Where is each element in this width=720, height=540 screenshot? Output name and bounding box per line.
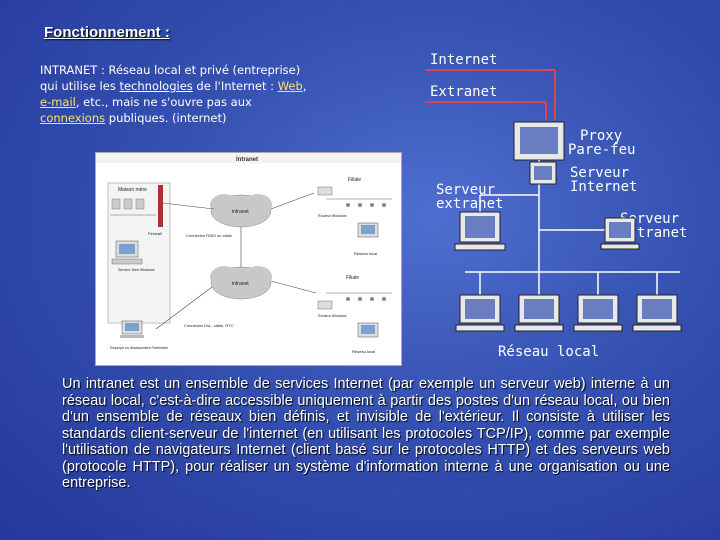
extranet-label: Extranet xyxy=(430,84,497,100)
cloud-1-label: intranet xyxy=(232,209,249,215)
routeur-2-label: Routeur Windows xyxy=(318,314,347,318)
extranet-server-screen-icon xyxy=(465,216,495,238)
device-icon xyxy=(123,198,133,210)
intranet-server-base-icon xyxy=(600,243,640,250)
diagram-title-bar xyxy=(96,153,401,163)
serveur-internet-label-1: Serveur xyxy=(570,165,629,181)
routeur-1-label: Routeur Windows xyxy=(318,214,347,218)
serveur-intranet-label-2: intranet xyxy=(620,225,687,241)
computer-screen-icon xyxy=(361,325,375,334)
reseau-local-2-label: Réseau local xyxy=(352,349,375,354)
cloud-2-label: intranet xyxy=(232,281,249,287)
workstation-icon xyxy=(632,294,682,332)
firewall-label: Firewall xyxy=(148,231,162,236)
proxy-label: Proxy xyxy=(580,128,622,144)
lan-node-icon xyxy=(382,203,386,207)
workstation-icon xyxy=(514,294,564,332)
link-email[interactable]: e-mail xyxy=(40,95,76,109)
maison-mere-label: Maison mère xyxy=(118,187,147,193)
device-icon xyxy=(111,198,121,210)
router-icon xyxy=(317,186,333,196)
employe-label: Employé en déplacement Partenaire xyxy=(110,346,168,350)
link-technologies[interactable]: technologies xyxy=(119,79,193,93)
lan-node-icon xyxy=(346,297,350,301)
lan-node-icon xyxy=(346,203,350,207)
intro-paragraph: INTRANET : Réseau local et privé (entrep… xyxy=(40,62,310,126)
link-connexions[interactable]: connexions xyxy=(40,111,106,125)
lan-node-icon xyxy=(370,297,374,301)
serveur-extranet-label-1: Serveur xyxy=(436,182,495,198)
intro-text: , etc., mais ne s'ouvre pas aux xyxy=(75,95,252,109)
intranet-diagram-svg: Intranet Maison mère Firewall Serveur We… xyxy=(96,153,401,354)
serveur-extranet-label-2: extranet xyxy=(436,196,503,212)
firewall-icon xyxy=(158,185,163,227)
lan-node-icon xyxy=(358,297,362,301)
page-title: Fonctionnement : xyxy=(44,24,170,41)
internet-server-screen-icon xyxy=(534,166,552,180)
intro-text: , xyxy=(302,79,307,93)
serveur-internet-label-2: Internet xyxy=(570,179,637,195)
extranet-server-base-icon xyxy=(454,243,506,251)
reseau-local-label: Réseau local xyxy=(498,344,599,360)
serveur-web-label: Serveur Web Windows xyxy=(118,268,155,272)
diagram-title: Intranet xyxy=(236,157,258,163)
intranet-server-screen-icon xyxy=(609,222,631,238)
connexion-rnis-label: Connexion RNIS ou câble xyxy=(186,233,233,238)
workstation-icon xyxy=(455,294,505,332)
intro-text: de l'Internet : xyxy=(192,79,278,93)
lan-node-icon xyxy=(370,203,374,207)
intranet-cloud-1: intranet xyxy=(210,194,272,228)
device-icon xyxy=(135,198,145,210)
server-base-icon xyxy=(111,258,143,265)
proxy-screen-icon xyxy=(520,127,558,154)
intranet-diagram: Intranet Maison mère Firewall Serveur We… xyxy=(95,152,402,366)
pare-feu-label: Pare-feu xyxy=(568,142,635,158)
filiale-1-label: Filiale xyxy=(348,177,361,183)
laptop-base-icon xyxy=(120,335,144,338)
connexion-dsl-label: Connexion DsL, câble, RTC xyxy=(184,323,234,328)
server-screen-icon xyxy=(119,244,135,254)
intro-text: INTRANET : Réseau local et privé (entrep… xyxy=(40,63,301,93)
reseau-local-1-label: Réseau local xyxy=(354,251,377,256)
router-icon xyxy=(317,300,333,310)
intro-text: publiques. (internet) xyxy=(105,111,227,125)
network-diagram: Internet Extranet Proxy Pare-feu Serveur… xyxy=(425,52,687,360)
lan-node-icon xyxy=(358,203,362,207)
link-line xyxy=(270,192,315,210)
link-line xyxy=(162,202,215,210)
internet-label: Internet xyxy=(430,52,497,68)
intranet-cloud-2: intranet xyxy=(210,266,272,300)
filiale-2-label: Filiale xyxy=(346,275,359,281)
body-paragraph: Un intranet est un ensemble de services … xyxy=(62,376,670,491)
workstation-icon xyxy=(573,294,623,332)
link-line xyxy=(155,286,213,330)
link-web[interactable]: Web xyxy=(277,79,303,93)
laptop-screen-icon xyxy=(125,323,139,331)
link-line xyxy=(270,280,317,294)
lan-node-icon xyxy=(382,297,386,301)
computer-screen-icon xyxy=(361,225,375,234)
